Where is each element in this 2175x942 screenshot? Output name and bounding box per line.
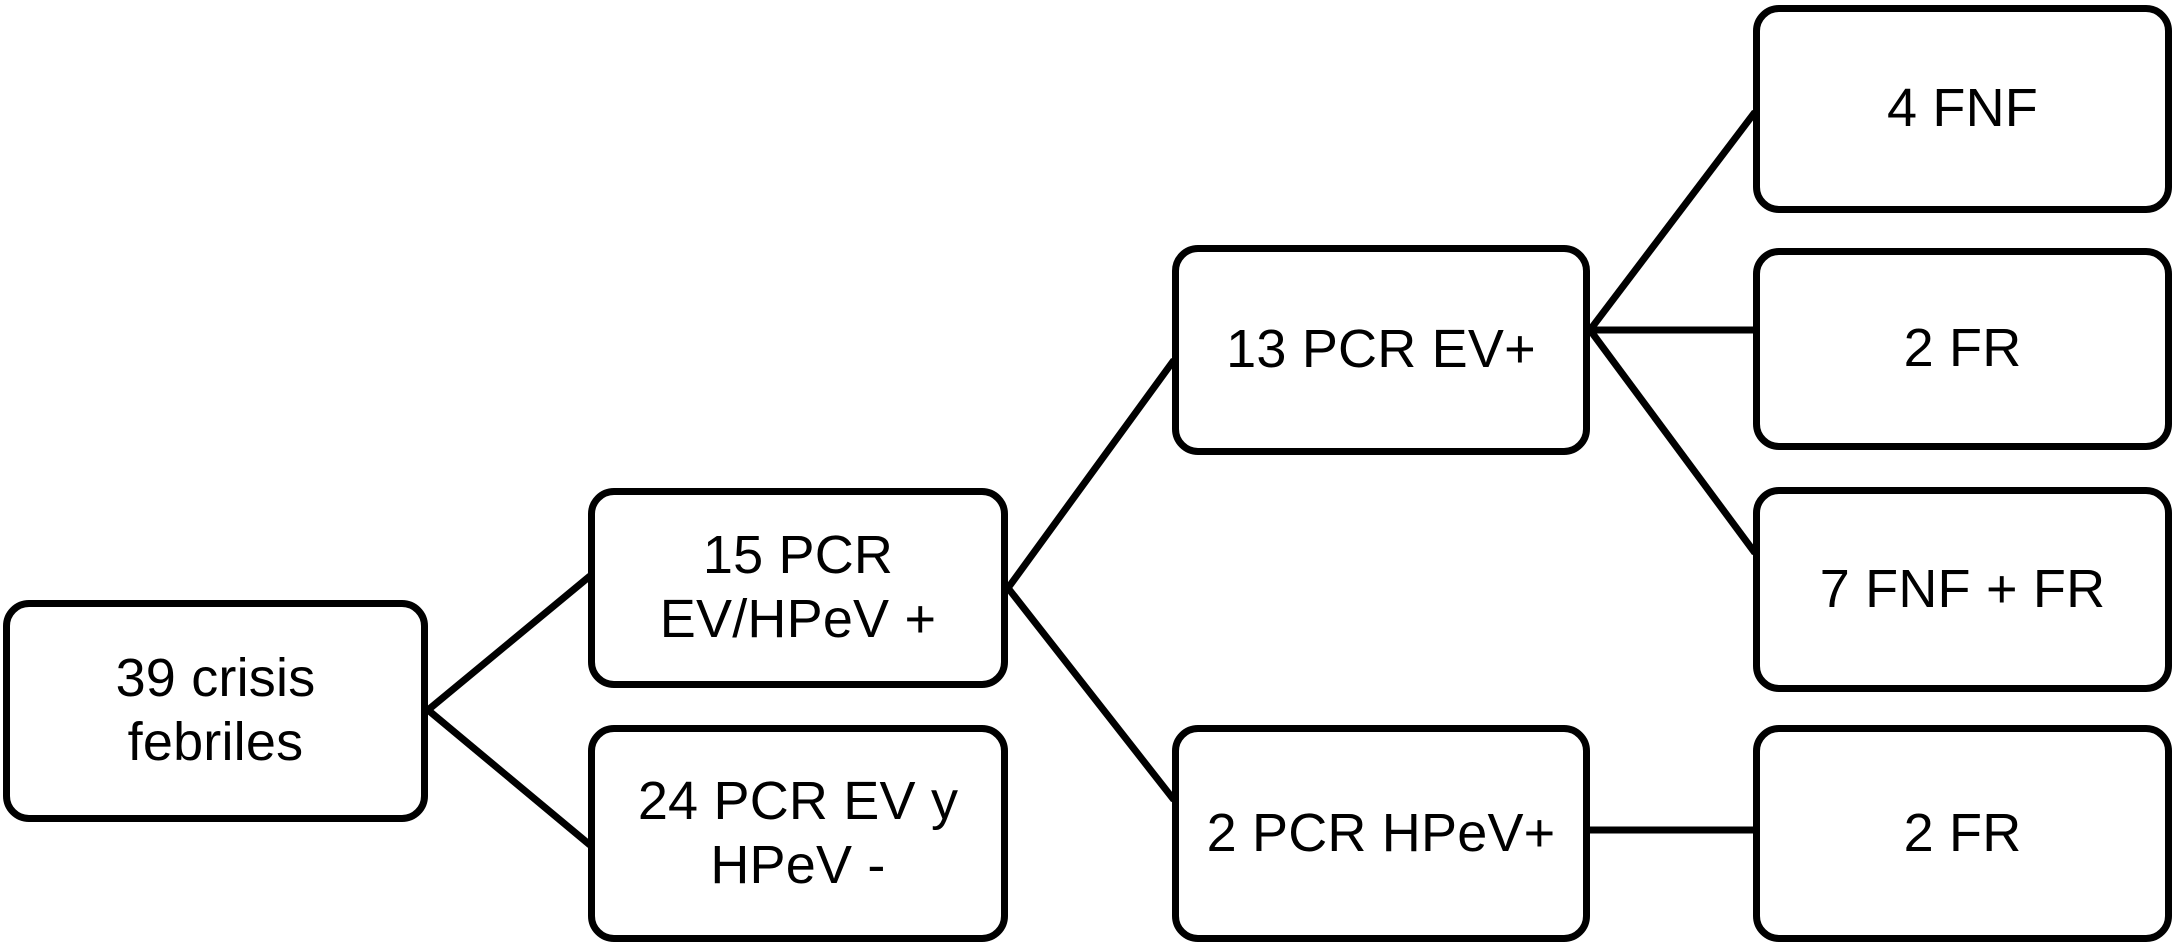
node-label: 39 crisis febriles xyxy=(115,648,316,772)
node-label: 2 FR xyxy=(1903,318,2022,379)
node-pcr-ev-hpev-pos[interactable]: 15 PCR EV/HPeV + xyxy=(588,488,1008,688)
node-label: 4 FNF xyxy=(1886,78,2038,139)
node-pcr-hpev-pos[interactable]: 2 PCR HPeV+ xyxy=(1172,725,1590,942)
node-fr-2-bottom[interactable]: 2 FR xyxy=(1753,725,2172,942)
node-fr-2-top[interactable]: 2 FR xyxy=(1753,248,2172,450)
node-label: 7 FNF + FR xyxy=(1819,558,2106,619)
node-label: 13 PCR EV+ xyxy=(1226,319,1536,380)
node-pcr-ev-pos[interactable]: 13 PCR EV+ xyxy=(1172,245,1590,455)
node-crisis-febriles[interactable]: 39 crisis febriles xyxy=(3,600,428,822)
node-pcr-ev-hpev-neg[interactable]: 24 PCR EV y HPeV - xyxy=(588,725,1008,942)
node-fnf-fr-7[interactable]: 7 FNF + FR xyxy=(1753,487,2172,692)
connector-pcr-ev-pos-to-fnf-4 xyxy=(1587,109,1758,333)
node-label: 2 PCR HPeV+ xyxy=(1206,802,1556,863)
node-label: 15 PCR EV/HPeV + xyxy=(659,525,937,649)
node-label: 2 FR xyxy=(1903,802,2022,863)
node-label: 24 PCR EV y HPeV - xyxy=(637,770,959,895)
connector-crisis-febriles-to-pcr-ev-hpev-neg xyxy=(425,707,593,848)
connector-pcr-ev-hpev-pos-to-pcr-ev-pos xyxy=(1005,357,1177,591)
connector-pcr-ev-pos-to-fnf-fr-7 xyxy=(1587,327,1758,556)
connector-pcr-ev-hpev-pos-to-pcr-hpev-pos xyxy=(1005,585,1177,803)
connector-crisis-febriles-to-pcr-ev-hpev-pos xyxy=(425,573,593,713)
node-fnf-4[interactable]: 4 FNF xyxy=(1753,5,2172,213)
